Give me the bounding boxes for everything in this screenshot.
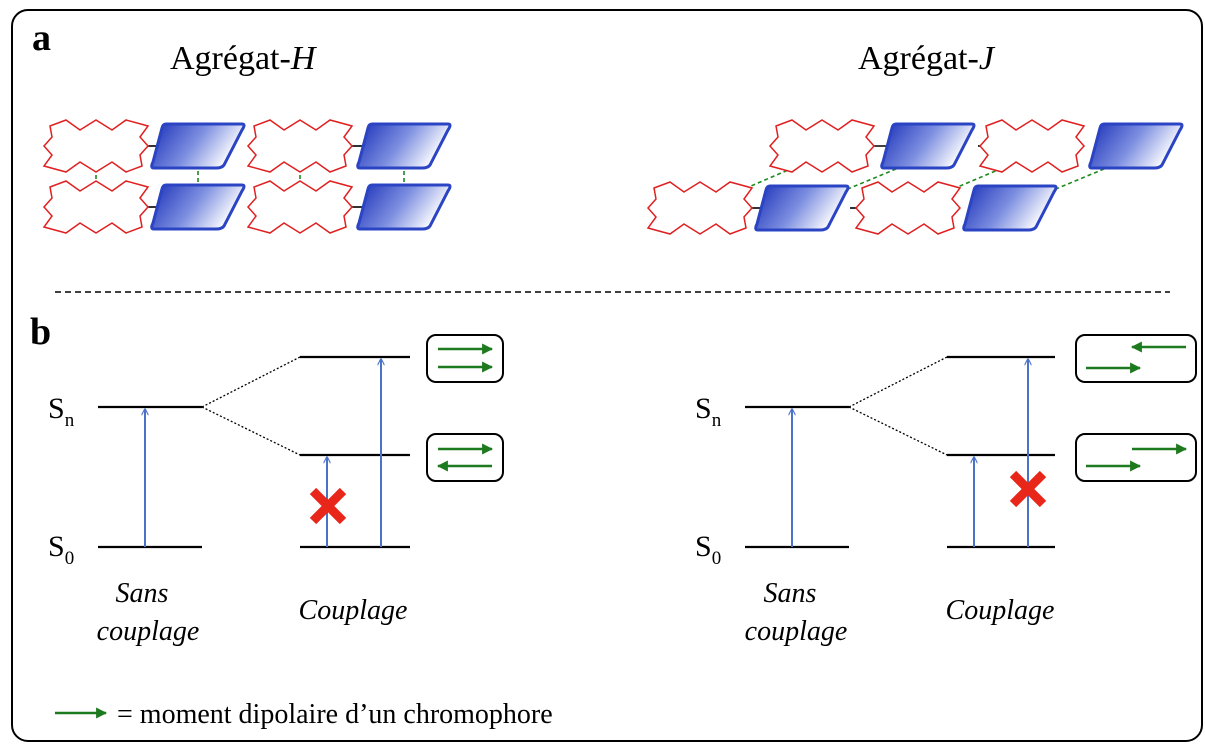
stacking-interaction (801, 163, 909, 209)
j-dipole-box-antiparallel-offset (1075, 334, 1197, 383)
acceptor-chromophore (880, 122, 976, 170)
cross-mark-icon (1009, 470, 1047, 508)
h-label-couplage-uncoupled: couplage (97, 616, 200, 647)
panel-b-letter: b (30, 311, 51, 353)
donor-chromophore (42, 180, 150, 234)
h-aggregate-title: Agrégat-H (170, 40, 318, 77)
j-splitting-line-down (848, 406, 948, 456)
stacking-interaction (907, 163, 1013, 209)
acceptor-chromophore (754, 184, 850, 232)
panel-a-letter: a (32, 17, 51, 59)
donor-chromophore (978, 119, 1086, 173)
figure-frame (11, 9, 1203, 742)
donor-chromophore (854, 181, 962, 235)
j-state-s0-label: S0 (695, 530, 721, 569)
legend: = moment dipolaire d’un chromophore (55, 699, 553, 730)
j-splitting-line-up (848, 356, 948, 408)
donor-chromophore (646, 181, 754, 235)
j-dipole-box-headtotail (1075, 433, 1197, 482)
h-state-sn-label: Sn (48, 392, 75, 431)
j-energy-diagram: Sn S0 Sans couplage Couplage (695, 334, 1197, 647)
j-label-sans: Sans (764, 578, 817, 609)
donor-chromophore (246, 180, 354, 234)
h-label-sans: Sans (116, 578, 169, 609)
stacking-interaction (699, 163, 803, 209)
j-label-couplage: Couplage (946, 595, 1055, 626)
acceptor-chromophore (356, 183, 452, 231)
j-state-sn-label: Sn (695, 392, 722, 431)
h-splitting-line-up (201, 356, 301, 408)
h-dipole-box-antiparallel (426, 433, 504, 482)
h-dipole-box-parallel (426, 334, 504, 383)
h-energy-diagram: Sn S0 Sans couplage Couplage (48, 334, 504, 647)
donor-chromophore (246, 119, 354, 173)
acceptor-chromophore (1088, 122, 1184, 170)
stacking-interaction (1009, 163, 1117, 209)
acceptor-chromophore (150, 183, 246, 231)
legend-text: = moment dipolaire d’un chromophore (117, 699, 553, 730)
cross-mark-icon (309, 487, 347, 525)
h-label-couplage: Couplage (299, 595, 408, 626)
donor-chromophore (42, 119, 150, 173)
h-state-s0-label: S0 (48, 530, 74, 569)
acceptor-chromophore (150, 122, 246, 170)
aggregate-structures (42, 119, 1184, 235)
j-label-couplage-uncoupled: couplage (745, 616, 848, 647)
acceptor-chromophore (356, 122, 452, 170)
j-aggregate-title: Agrégat-J (858, 40, 996, 77)
acceptor-chromophore (962, 184, 1058, 232)
h-splitting-line-down (201, 406, 301, 456)
donor-chromophore (768, 119, 876, 173)
